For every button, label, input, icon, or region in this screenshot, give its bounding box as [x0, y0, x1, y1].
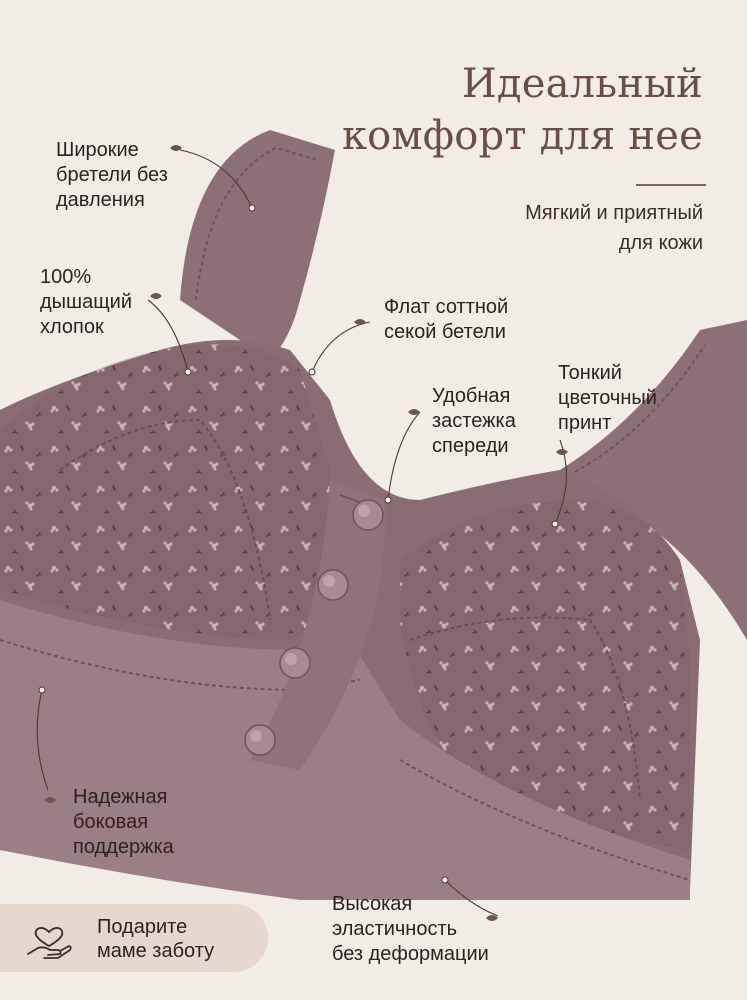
callout-elasticity: Высокая эластичность без деформации — [332, 893, 489, 965]
heart-hand-icon — [27, 927, 72, 959]
callout-side-support: Надежная боковая поддержка — [73, 786, 174, 858]
callout-front-clasp: Удобная застежка спереди — [432, 385, 516, 457]
headline-line-1: Идеальный — [461, 61, 703, 107]
subtitle: Мягкий и приятный для кожи — [525, 198, 703, 258]
subtitle-line-2: для кожи — [618, 232, 703, 254]
gift-badge-text: Подарите маме заботу — [97, 916, 215, 962]
headline: Идеальный комфорт для нее — [342, 58, 703, 162]
callout-flat-seam: Флат соттной секой бетели — [384, 296, 509, 343]
callout-cotton: 100% дышащий хлопок — [40, 266, 133, 338]
headline-line-2: комфорт для нее — [341, 113, 703, 159]
gift-badge: Подарите маме заботу — [0, 904, 268, 972]
callout-print: Тонкий цветочный принт — [558, 362, 657, 434]
divider — [636, 184, 706, 186]
callout-straps: Широкие бретели без давления — [56, 139, 168, 211]
subtitle-line-1: Мягкий и приятный — [525, 202, 703, 224]
